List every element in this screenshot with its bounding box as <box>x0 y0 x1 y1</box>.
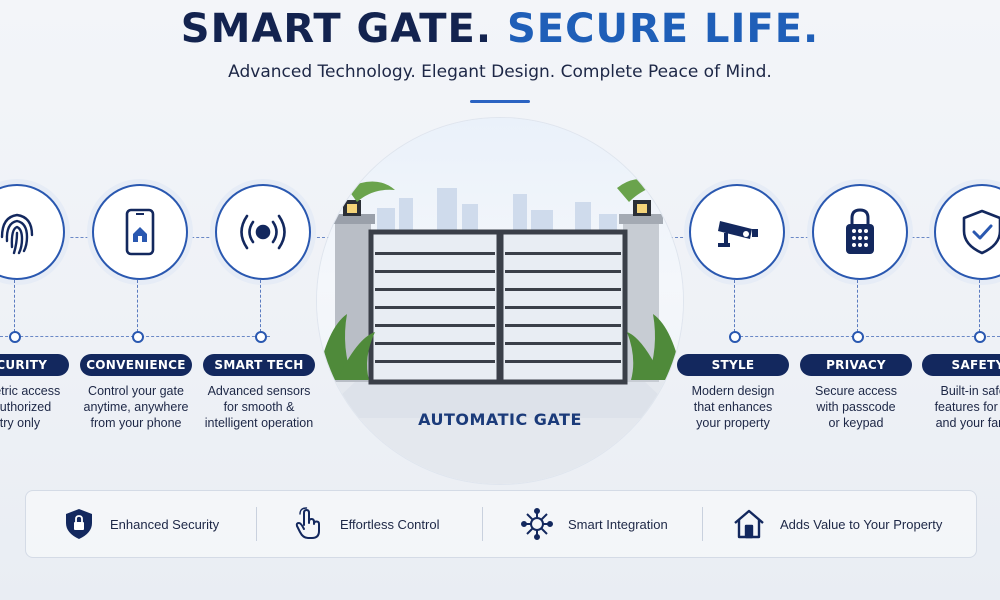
benefits-bar: Enhanced Security Effortless Control Sma… <box>25 490 977 558</box>
smartphone-home-icon <box>125 208 155 256</box>
headline: SMART GATE. SECURE LIFE. <box>0 6 1000 52</box>
benefit-enhanced-security: Enhanced Security <box>62 491 219 557</box>
benefit-label: Smart Integration <box>568 516 668 532</box>
feature-connector-dot <box>852 331 864 343</box>
feature-convenience: CONVENIENCE Control your gate anytime, a… <box>80 184 192 434</box>
hero-label: AUTOMATIC GATE <box>418 410 582 429</box>
feature-security: SECURITY Biometric access for authorized… <box>0 184 69 434</box>
benefit-smart-integration: Smart Integration <box>520 491 668 557</box>
feature-connector <box>137 280 138 332</box>
feature-connector <box>260 280 261 332</box>
benefit-label: Adds Value to Your Property <box>780 516 943 532</box>
feature-icon-ring <box>215 184 311 280</box>
feature-icon-ring <box>934 184 1000 280</box>
fingerprint-icon <box>0 213 34 255</box>
feature-description: Advanced sensors for smooth & intelligen… <box>204 384 314 430</box>
feature-connector-dot <box>729 331 741 343</box>
sensor-signal-icon <box>240 214 286 250</box>
touch-hand-icon <box>295 507 320 539</box>
feature-description: Modern design that enhances your propert… <box>691 384 775 430</box>
title-underline <box>470 100 530 103</box>
benefit-label: Effortless Control <box>340 516 440 532</box>
feature-description: Control your gate anytime, anywhere from… <box>83 384 189 430</box>
home-icon <box>734 509 764 539</box>
feature-title: CONVENIENCE <box>80 354 192 376</box>
feature-connector-dot <box>255 331 267 343</box>
security-camera-icon <box>718 221 758 247</box>
benefit-label: Enhanced Security <box>110 516 220 532</box>
feature-description: Biometric access for authorized entry on… <box>0 384 61 430</box>
connector-node <box>930 235 935 240</box>
feature-title: SMART TECH <box>203 354 315 376</box>
connector-bottom-right <box>730 336 1000 337</box>
feature-title: SECURITY <box>0 354 69 376</box>
feature-connector <box>14 280 15 332</box>
headline-part-2: SECURE LIFE. <box>506 6 820 52</box>
connector-node <box>686 235 691 240</box>
benefit-adds-value: Adds Value to Your Property <box>732 491 942 557</box>
feature-connector <box>979 280 980 332</box>
benefit-divider <box>702 507 703 541</box>
feature-privacy: PRIVACY Secure access with passcode or k… <box>800 184 912 434</box>
feature-connector-dot <box>974 331 986 343</box>
feature-connector-dot <box>132 331 144 343</box>
feature-style: STYLE Modern design that enhances your p… <box>677 184 789 434</box>
feature-connector <box>857 280 858 332</box>
feature-title: PRIVACY <box>800 354 912 376</box>
feature-connector-dot <box>9 331 21 343</box>
keypad-lock-icon <box>846 208 874 254</box>
benefit-effortless-control: Effortless Control <box>292 491 439 557</box>
feature-icon-ring <box>689 184 785 280</box>
shield-lock-icon <box>66 509 92 539</box>
feature-description: Secure access with passcode or keypad <box>815 384 897 430</box>
benefit-divider <box>256 507 257 541</box>
hero-gate-illustration: AUTOMATIC GATE <box>317 118 683 484</box>
feature-icon-ring <box>812 184 908 280</box>
feature-connector <box>734 280 735 332</box>
feature-title: STYLE <box>677 354 789 376</box>
feature-smart-tech: SMART TECH Advanced sensors for smooth &… <box>203 184 315 434</box>
shield-check-icon <box>962 209 1000 255</box>
subheadline: Advanced Technology. Elegant Design. Com… <box>228 62 772 82</box>
connector-node <box>808 235 813 240</box>
feature-description: Built-in safety features for you and you… <box>934 384 1000 430</box>
headline-part-1: SMART GATE. <box>180 6 493 52</box>
feature-safety: SAFETY Built-in safety features for you … <box>922 184 1000 434</box>
feature-icon-ring <box>0 184 65 280</box>
benefit-divider <box>482 507 483 541</box>
feature-title: SAFETY <box>922 354 1000 376</box>
network-chip-icon <box>521 508 553 540</box>
feature-icon-ring <box>92 184 188 280</box>
